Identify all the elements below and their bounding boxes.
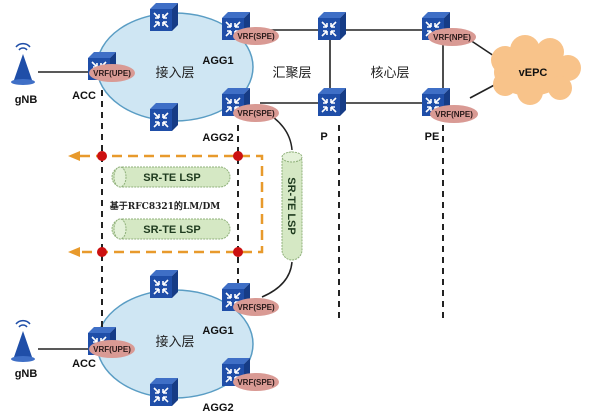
measurement-points bbox=[97, 151, 243, 257]
gnb-label: gNB bbox=[15, 94, 38, 106]
lsp-tube-lower bbox=[111, 218, 231, 240]
router-icon bbox=[317, 11, 347, 41]
acc-label: ACC bbox=[72, 358, 96, 370]
agg2-label: AGG2 bbox=[202, 132, 233, 144]
agg2-label: AGG2 bbox=[202, 402, 233, 414]
router-icon bbox=[317, 87, 347, 117]
vrf-npe-tag: VRF(NPE) bbox=[435, 110, 473, 119]
vrf-spe-tag: VRF(SPE) bbox=[237, 303, 275, 312]
gnb-tower-icon bbox=[10, 319, 36, 363]
lsp-tube-upper bbox=[111, 166, 231, 188]
measurement-label: 基于RFC8321的LM/DM bbox=[109, 200, 220, 212]
core-layer-label: 核心层 bbox=[370, 66, 409, 81]
pe-label: PE bbox=[425, 131, 440, 143]
agg1-label: AGG1 bbox=[202, 55, 233, 67]
lsp-tube-vertical bbox=[281, 151, 303, 261]
vrf-spe-tag: VRF(SPE) bbox=[237, 32, 275, 41]
flow-arrow-lower bbox=[68, 247, 80, 257]
vrf-spe-tag: VRF(SPE) bbox=[237, 378, 275, 387]
agg1-label: AGG1 bbox=[202, 325, 233, 337]
flow-arrow-upper bbox=[68, 151, 80, 161]
gnb-label: gNB bbox=[15, 368, 38, 380]
vrf-npe-tag: VRF(NPE) bbox=[433, 33, 471, 42]
vepc-label: vEPC bbox=[519, 67, 548, 79]
lsp-vertical-label: SR-TE LSP bbox=[285, 177, 297, 234]
lsp-lower-label: SR-TE LSP bbox=[143, 224, 200, 236]
lsp-upper-label: SR-TE LSP bbox=[143, 172, 200, 184]
vrf-spe-tag: VRF(SPE) bbox=[237, 109, 275, 118]
vepc-cloud bbox=[491, 35, 581, 105]
aggregation-layer-label: 汇聚层 bbox=[272, 66, 311, 81]
gnb-tower-icon bbox=[10, 42, 36, 86]
lmdm-flow bbox=[80, 154, 264, 254]
router-icon bbox=[149, 269, 179, 299]
access-layer-label: 接入层 bbox=[155, 334, 194, 350]
router-icon bbox=[149, 102, 179, 132]
router-icon bbox=[149, 377, 179, 407]
acc-label: ACC bbox=[72, 90, 96, 102]
vrf-upe-tag: VRF(UPE) bbox=[93, 345, 131, 354]
access-layer-label: 接入层 bbox=[155, 65, 194, 81]
p-label: P bbox=[320, 131, 327, 143]
router-icon bbox=[149, 2, 179, 32]
vrf-upe-tag: VRF(UPE) bbox=[93, 69, 131, 78]
